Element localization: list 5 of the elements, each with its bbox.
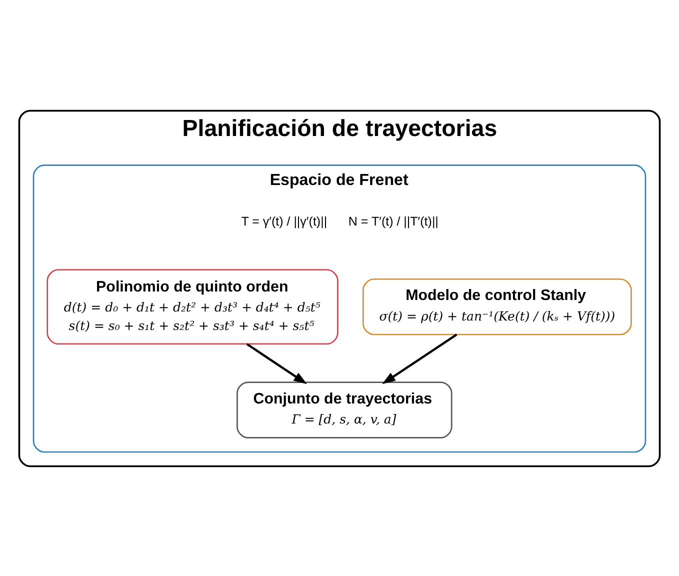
arrow — [382, 333, 458, 384]
node-box: Polinomio de quinto orden d(t) = d₀ + d₁t + d₂t² + d₃t³ + d₄t⁴ + d₅t⁵ s(t) = s₀ + s₁t + s₂t² + s₃t³ + s₄t⁴ + s₅t⁵ — [46, 268, 338, 344]
node-box: Modelo de control Stanly σ(t) = ρ(t) + tan⁻¹(Ke(t) / (kₛ + Vf(t))) — [362, 278, 632, 335]
node-box: Conjunto de trayectorias Γ = [d, s, α, v, a] — [236, 381, 452, 438]
arrow — [246, 342, 308, 384]
